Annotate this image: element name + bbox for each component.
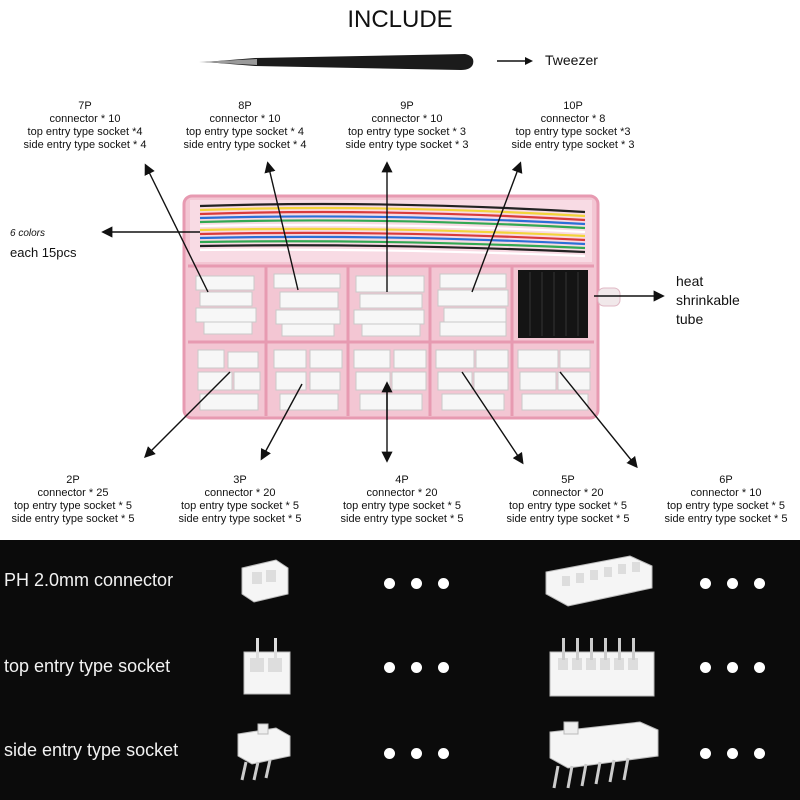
- ellipsis-icon: [384, 578, 449, 589]
- small-top-entry-socket-icon: [243, 638, 291, 695]
- part-types-panel: PH 2.0mm connector top entry type socket…: [0, 540, 800, 800]
- row-label-side-entry: side entry type socket: [4, 740, 179, 760]
- row-label-top-entry: top entry type socket: [4, 656, 171, 676]
- ellipsis-icon: [384, 748, 449, 759]
- large-connector-icon: [545, 555, 653, 607]
- ellipsis-icon: [700, 578, 765, 589]
- ellipsis-icon: [700, 748, 765, 759]
- large-side-entry-socket-icon: [549, 721, 659, 789]
- component-box: [182, 194, 621, 420]
- large-top-entry-socket-icon: [549, 638, 655, 697]
- tweezer-icon: [199, 54, 474, 70]
- tweezer-label: Tweezer: [545, 52, 598, 68]
- page-title: INCLUDE: [347, 6, 453, 33]
- small-connector-icon: [241, 559, 289, 603]
- small-side-entry-socket-icon: [237, 723, 291, 781]
- row-label-connector: PH 2.0mm connector: [4, 570, 174, 590]
- wires-label: 6 colors each 15pcs: [10, 228, 77, 260]
- ellipsis-icon: [700, 662, 765, 673]
- tweezer-arrow-icon: [497, 57, 533, 65]
- wire-bundle: [199, 202, 586, 258]
- ellipsis-icon: [384, 662, 449, 673]
